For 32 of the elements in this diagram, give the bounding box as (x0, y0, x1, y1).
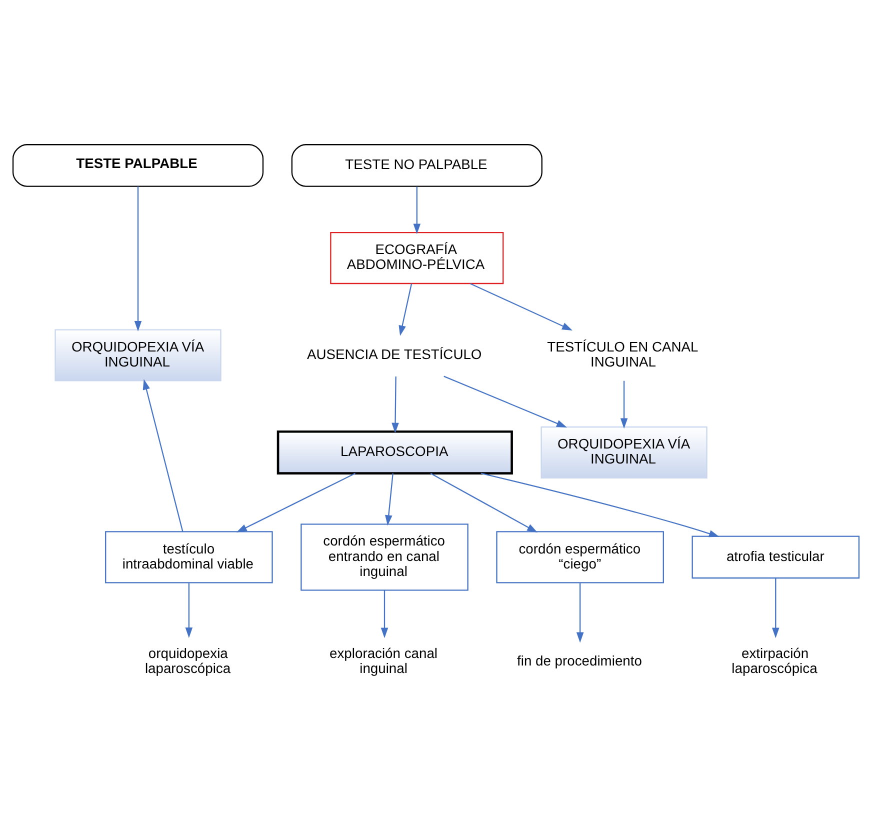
arrow (398, 284, 412, 336)
node-box: cordón espermático entrando en canal inguinal (300, 524, 468, 591)
node-text: TESTÍCULO EN CANAL INGUINAL (547, 338, 698, 370)
node-text: AUSENCIA DE TESTÍCULO (306, 346, 482, 362)
arrow (236, 472, 356, 532)
node-text: fin de procedimiento (517, 652, 642, 668)
node-box: ECOGRAFÍA ABDOMINO-PÉLVICA (330, 232, 504, 284)
arrow (576, 583, 584, 643)
node-box: ORQUIDOPEXIA VÍA INGUINAL (54, 329, 222, 382)
arrow (185, 583, 193, 638)
arrow (430, 472, 538, 532)
node-text: extirpación laparoscópica (732, 644, 818, 676)
arrow (380, 590, 388, 638)
node-box: LAPAROSCOPIA (276, 430, 513, 474)
arrow (142, 379, 184, 532)
node-box: TESTE PALPABLE (12, 144, 264, 187)
node-box: testículo intraabdominal viable (105, 531, 273, 584)
node-text: exploración canal inguinal (330, 644, 438, 676)
arrow (480, 472, 720, 538)
arrow (620, 380, 628, 429)
node-text: orquidopexia laparoscópica (144, 644, 231, 676)
arrow (772, 578, 780, 638)
arrow (413, 186, 421, 234)
arrow (444, 376, 567, 428)
node-box: TESTE NO PALPABLE (291, 144, 542, 187)
arrow (392, 376, 399, 434)
node-box: cordón espermático “ciego” (496, 531, 664, 584)
arrow (385, 473, 394, 526)
node-box: ORQUIDOPEXIA VÍA INGUINAL (540, 426, 708, 478)
node-box: atrofia testicular (692, 536, 860, 579)
arrow (134, 186, 142, 332)
arrow (470, 283, 572, 330)
